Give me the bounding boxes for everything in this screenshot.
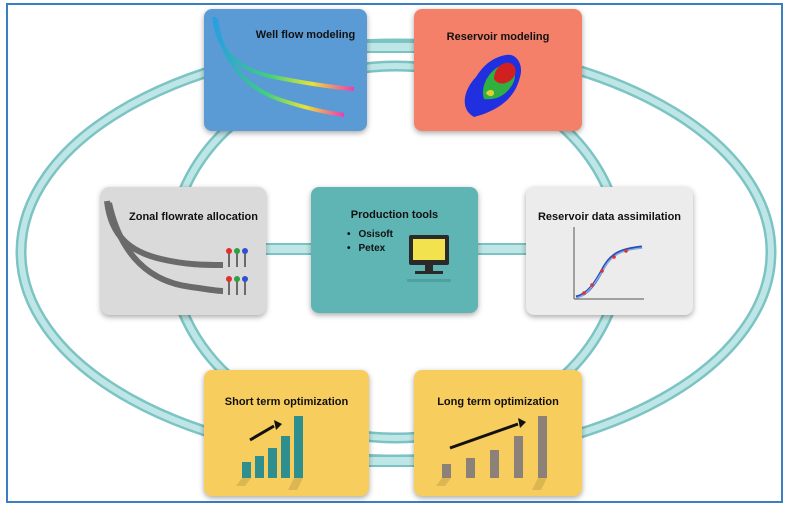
short-term-optimization-box: Short term optimization [204, 370, 369, 496]
zonal-flowrate-allocation-box: Zonal flowrate allocation [101, 187, 266, 315]
reservoir-model-illustration [464, 54, 522, 117]
well-flow-modeling-title: Well flow modeling [255, 29, 356, 41]
long-term-optimization-title: Long term optimization [437, 396, 559, 408]
well-trajectory-illustration [212, 16, 355, 117]
production-tools-list: Osisoft Petex [347, 229, 393, 257]
flow-gauges-lower [226, 276, 248, 295]
zonal-flowrate-allocation-title: Zonal flowrate allocation [129, 211, 258, 223]
connector-mid-left [263, 243, 315, 255]
assimilation-curve-illustration [573, 227, 644, 300]
list-item: Petex [347, 243, 393, 254]
well-flow-modeling-box: Well flow modeling [204, 9, 367, 131]
growth-bars-icon [236, 416, 303, 490]
growth-bars-icon [436, 416, 547, 490]
reservoir-data-assimilation-title: Reservoir data assimilation [537, 211, 682, 223]
monitor-icon [407, 235, 451, 282]
flow-gauges-upper [226, 248, 248, 267]
reservoir-data-assimilation-box: Reservoir data assimilation [526, 187, 693, 315]
long-term-optimization-box: Long term optimization [414, 370, 582, 496]
connector-mid-right [475, 243, 529, 255]
zonal-wells-illustration [104, 200, 248, 295]
short-term-optimization-title: Short term optimization [224, 396, 349, 408]
connector-top [364, 41, 418, 53]
production-tools-title: Production tools [350, 209, 439, 221]
production-tools-box: Production tools Osisoft Petex [311, 187, 478, 313]
list-item: Osisoft [347, 229, 393, 240]
reservoir-modeling-box: Reservoir modeling [414, 9, 582, 131]
reservoir-modeling-title: Reservoir modeling [446, 31, 550, 43]
connector-bottom [366, 455, 418, 467]
